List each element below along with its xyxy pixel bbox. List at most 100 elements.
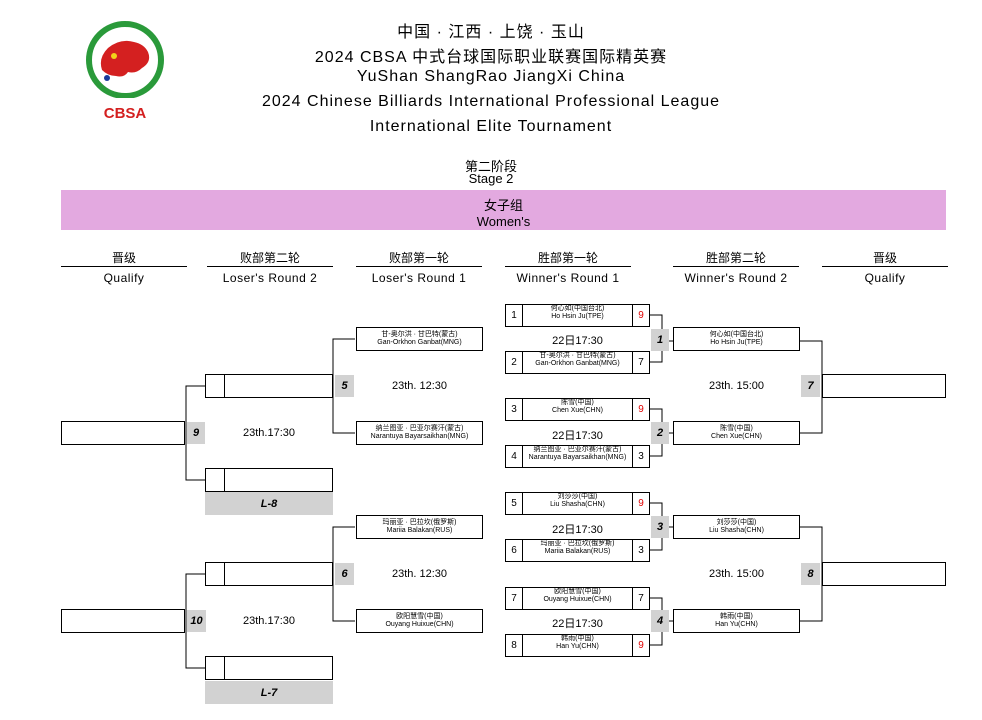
match-number-badge: 8 bbox=[801, 563, 820, 585]
column-header-zh: 晋级 bbox=[61, 250, 187, 267]
player-name: 欧阳慧雪(中国)Ouyang Huixue(CHN) bbox=[523, 588, 632, 609]
slot-divider bbox=[224, 469, 225, 491]
match-time: 22日17:30 bbox=[552, 618, 603, 630]
header-line1: 中国 · 江西 · 上饶 · 玉山 bbox=[397, 24, 585, 41]
match-number-badge: 3 bbox=[651, 516, 669, 538]
seat-number: 7 bbox=[506, 588, 523, 609]
header-line3: YuShan ShangRao JiangXi China bbox=[356, 68, 626, 85]
player-name: 玛丽亚 · 巴拉坎(俄罗斯)Mariia Balakan(RUS) bbox=[523, 540, 632, 561]
winners-r1-player-slot: 1 何心如(中国台北)Ho Hsin Ju(TPE) 9 bbox=[505, 304, 650, 327]
seat-number: 4 bbox=[506, 446, 523, 467]
column-header-zh: 败部第一轮 bbox=[356, 250, 482, 267]
player-name-en: Liu Shasha(CHN) bbox=[709, 527, 764, 534]
winners-r2-slot: 陈雪(中国)Chen Xue(CHN) bbox=[673, 421, 800, 445]
winners-r1-player-slot: 6 玛丽亚 · 巴拉坎(俄罗斯)Mariia Balakan(RUS) 3 bbox=[505, 539, 650, 562]
player-name-zh: 何心如(中国台北) bbox=[550, 305, 605, 312]
player-name-zh: 玛丽亚 · 巴拉坎(俄罗斯) bbox=[540, 540, 615, 547]
loser-source-label: L-8 bbox=[205, 492, 333, 515]
player-name-en: Ouyang Huixue(CHN) bbox=[385, 621, 454, 628]
header-line4: 2024 Chinese Billiards International Pro… bbox=[261, 93, 721, 110]
player-name: 甘-奥尔洪 · 甘巴特(蒙古)Gan-Orkhon Ganbat(MNG) bbox=[523, 352, 632, 373]
match-number-badge: 2 bbox=[651, 422, 669, 444]
winners-r1-player-slot: 7 欧阳慧雪(中国)Ouyang Huixue(CHN) 7 bbox=[505, 587, 650, 610]
cbsa-logo: CBSA bbox=[80, 18, 170, 128]
seat-number: 3 bbox=[506, 399, 523, 420]
match-number-badge: 4 bbox=[651, 610, 669, 632]
losers-r1-slot: 玛丽亚 · 巴拉坎(俄罗斯)Mariia Balakan(RUS) bbox=[356, 515, 483, 539]
column-header-en: Loser's Round 1 bbox=[371, 271, 467, 285]
player-name-en: Chen Xue(CHN) bbox=[552, 407, 603, 414]
seat-number: 2 bbox=[506, 352, 523, 373]
losers-r1-slot: 欧阳慧雪(中国)Ouyang Huixue(CHN) bbox=[356, 609, 483, 633]
player-score: 3 bbox=[632, 446, 649, 467]
losers-r1-slot: 甘-奥尔洪 · 甘巴特(蒙古)Gan-Orkhon Ganbat(MNG) bbox=[356, 327, 483, 351]
slot-divider bbox=[224, 375, 225, 397]
match-time: 23th. 15:00 bbox=[708, 380, 765, 392]
match-number-badge: 9 bbox=[187, 422, 205, 444]
losers-r2-slot bbox=[205, 656, 333, 680]
player-name-zh: 甘-奥尔洪 · 甘巴特(蒙古) bbox=[539, 352, 616, 359]
column-header: 晋级 Qualify bbox=[61, 250, 187, 285]
qualify-slot bbox=[822, 562, 946, 586]
player-name-zh: 韩雨(中国) bbox=[720, 613, 753, 620]
player-name-en: Gan-Orkhon Ganbat(MNG) bbox=[377, 339, 462, 346]
player-name-en: Ouyang Huixue(CHN) bbox=[543, 596, 612, 603]
player-name-zh: 刘莎莎(中国) bbox=[716, 519, 757, 526]
seat-number: 6 bbox=[506, 540, 523, 561]
player-name: 刘莎莎(中国)Liu Shasha(CHN) bbox=[523, 493, 632, 514]
player-score: 9 bbox=[632, 305, 649, 326]
winners-r1-player-slot: 8 韩雨(中国)Han Yu(CHN) 9 bbox=[505, 634, 650, 657]
player-name-zh: 纳兰图亚 · 巴亚尔赛汗(蒙古) bbox=[375, 425, 464, 432]
player-name-en: Ho Hsin Ju(TPE) bbox=[710, 339, 763, 346]
player-score: 9 bbox=[632, 635, 649, 656]
winners-r1-player-slot: 5 刘莎莎(中国)Liu Shasha(CHN) 9 bbox=[505, 492, 650, 515]
winners-r1-player-slot: 4 纳兰图亚 · 巴亚尔赛汗(蒙古)Narantuya Bayarsaikhan… bbox=[505, 445, 650, 468]
match-time: 22日17:30 bbox=[552, 430, 603, 442]
column-header: 胜部第二轮 Winner's Round 2 bbox=[673, 250, 799, 285]
match-number-badge: 6 bbox=[335, 563, 354, 585]
winners-r2-slot: 何心如(中国台北)Ho Hsin Ju(TPE) bbox=[673, 327, 800, 351]
header-line2: 2024 CBSA 中式台球国际职业联赛国际精英赛 bbox=[314, 49, 668, 66]
qualify-slot bbox=[61, 421, 185, 445]
match-number-badge: 7 bbox=[801, 375, 820, 397]
player-name-en: Mariia Balakan(RUS) bbox=[386, 527, 453, 534]
player-name-zh: 欧阳慧雪(中国) bbox=[554, 588, 601, 595]
loser-source-label: L-7 bbox=[205, 681, 333, 704]
player-score: 9 bbox=[632, 399, 649, 420]
player-name-en: Han Yu(CHN) bbox=[556, 643, 599, 650]
column-header: 败部第二轮 Loser's Round 2 bbox=[207, 250, 333, 285]
group-en: Women's bbox=[476, 214, 531, 229]
player-name-en: Ho Hsin Ju(TPE) bbox=[551, 313, 604, 320]
winners-r1-player-slot: 3 陈雪(中国)Chen Xue(CHN) 9 bbox=[505, 398, 650, 421]
match-time: 22日17:30 bbox=[552, 524, 603, 536]
column-header-zh: 胜部第一轮 bbox=[505, 250, 631, 267]
match-time: 23th. 12:30 bbox=[391, 380, 448, 392]
player-name-en: Han Yu(CHN) bbox=[715, 621, 758, 628]
logo-emblem-icon bbox=[86, 21, 164, 99]
player-name-en: Chen Xue(CHN) bbox=[711, 433, 762, 440]
logo-text: CBSA bbox=[103, 105, 147, 122]
match-time: 23th.17:30 bbox=[243, 615, 295, 627]
player-name-en: Narantuya Bayarsaikhan(MNG) bbox=[370, 433, 469, 440]
column-header-en: Loser's Round 2 bbox=[222, 271, 318, 285]
player-name-zh: 欧阳慧雪(中国) bbox=[396, 613, 443, 620]
match-time: 23th. 12:30 bbox=[391, 568, 448, 580]
column-header-en: Winner's Round 2 bbox=[684, 271, 788, 285]
stage-zh: 第二阶段 bbox=[464, 159, 517, 174]
player-name-zh: 韩雨(中国) bbox=[561, 635, 594, 642]
winners-r2-slot: 韩雨(中国)Han Yu(CHN) bbox=[673, 609, 800, 633]
slot-divider bbox=[224, 657, 225, 679]
match-number-badge: 5 bbox=[335, 375, 354, 397]
match-time: 23th.17:30 bbox=[243, 427, 295, 439]
losers-r2-slot bbox=[205, 374, 333, 398]
player-name-zh: 何心如(中国台北) bbox=[709, 331, 764, 338]
player-score: 7 bbox=[632, 352, 649, 373]
seat-number: 1 bbox=[506, 305, 523, 326]
player-name: 何心如(中国台北)Ho Hsin Ju(TPE) bbox=[523, 305, 632, 326]
column-header: 晋级 Qualify bbox=[822, 250, 948, 285]
player-name-en: Narantuya Bayarsaikhan(MNG) bbox=[528, 454, 627, 461]
player-score: 3 bbox=[632, 540, 649, 561]
qualify-slot bbox=[822, 374, 946, 398]
column-header: 败部第一轮 Loser's Round 1 bbox=[356, 250, 482, 285]
player-name: 陈雪(中国)Chen Xue(CHN) bbox=[523, 399, 632, 420]
